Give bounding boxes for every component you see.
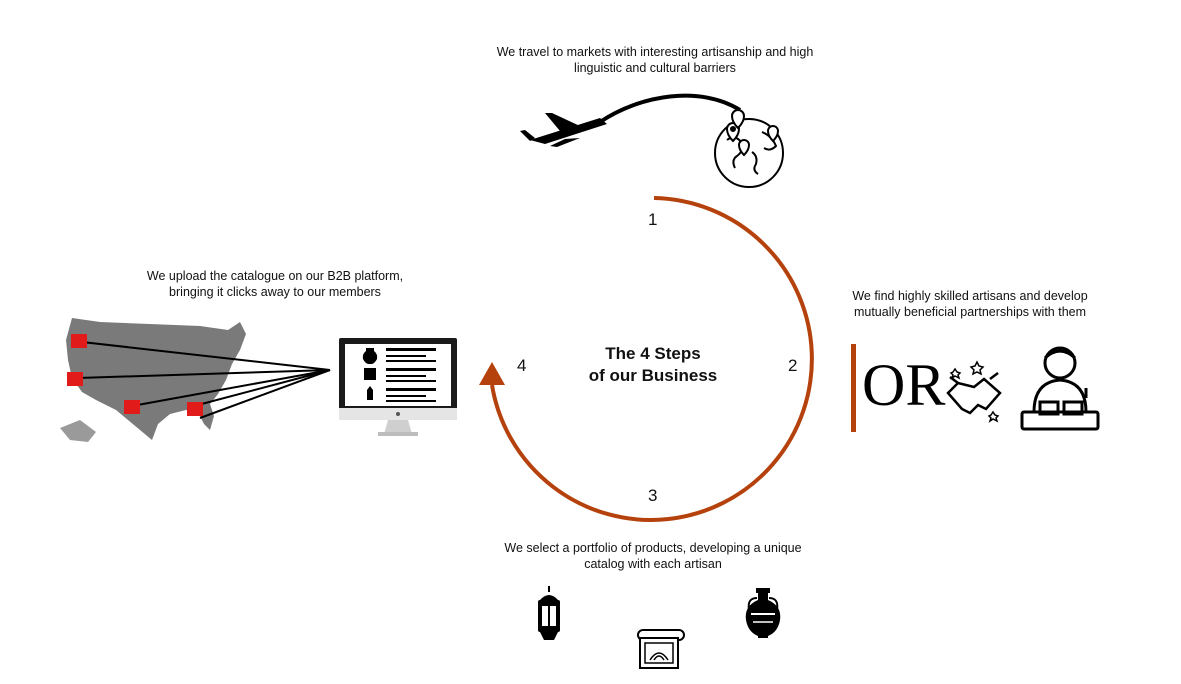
step-4-caption-line2: bringing it clicks away to our members xyxy=(169,285,381,299)
cycle-arc-path xyxy=(490,196,814,522)
step-2-caption-line1: We find highly skilled artisans and deve… xyxy=(852,289,1088,303)
lantern-icon xyxy=(538,586,560,640)
step-1-caption: We travel to markets with interesting ar… xyxy=(455,44,855,76)
logo-letters: OR xyxy=(862,352,945,418)
step-2-caption: We find highly skilled artisans and deve… xyxy=(820,288,1120,320)
usa-map-icon xyxy=(60,318,246,442)
step-1-caption-line1: We travel to markets with interesting ar… xyxy=(496,45,814,59)
step-4-number: 4 xyxy=(517,356,527,375)
step-3-caption-line2: catalog with each artisan xyxy=(584,557,722,571)
title-line-2: of our Business xyxy=(588,366,718,385)
step-1-number: 1 xyxy=(648,210,658,229)
step-3-caption-line1: We select a portfolio of products, devel… xyxy=(504,541,802,555)
step-3-caption: We select a portfolio of products, devel… xyxy=(470,540,836,572)
logo-icon: OR xyxy=(851,344,945,432)
cycle-arc xyxy=(479,196,814,522)
step-4-caption: We upload the catalogue on our B2B platf… xyxy=(110,268,440,300)
monitor-icon xyxy=(339,338,457,436)
amphora-icon xyxy=(745,588,781,638)
step-4-caption-line1: We upload the catalogue on our B2B platf… xyxy=(146,269,404,283)
diagram-title: The 4 Steps of our Business xyxy=(553,343,753,387)
rug-icon xyxy=(637,629,685,669)
step-1-caption-line2: linguistic and cultural barriers xyxy=(574,61,736,75)
artisan-icon xyxy=(1020,346,1100,431)
handshake-icon xyxy=(946,360,1002,423)
connector-lines xyxy=(77,341,331,419)
title-line-1: The 4 Steps xyxy=(605,344,701,363)
step-2-number: 2 xyxy=(788,356,798,375)
step-2-caption-line2: mutually beneficial partnerships with th… xyxy=(853,305,1087,319)
cycle-arrowhead xyxy=(479,362,505,385)
globe-pins-icon xyxy=(714,109,784,188)
airplane-icon xyxy=(520,93,742,147)
store-icon xyxy=(67,334,203,416)
step-3-number: 3 xyxy=(648,486,658,505)
